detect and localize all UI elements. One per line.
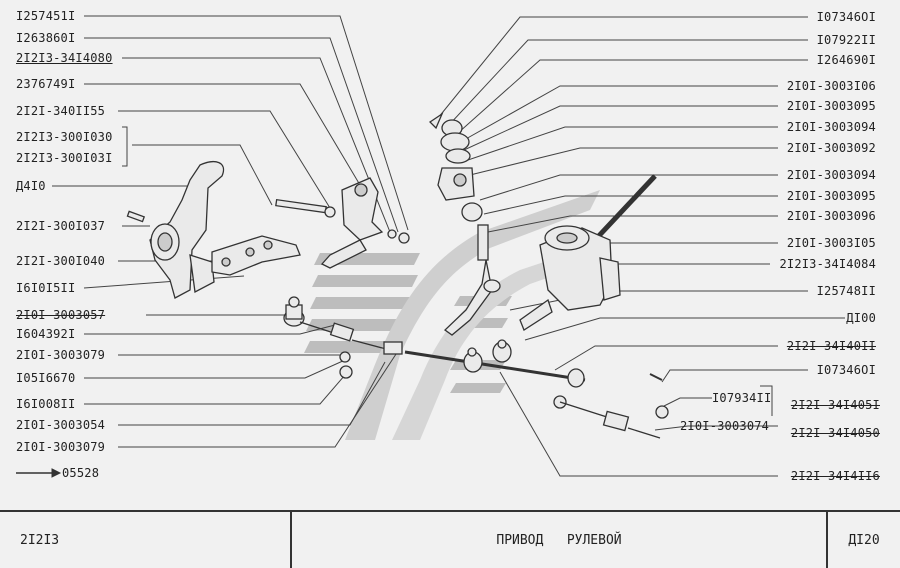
label-left-5: 2I2I3-300I030 [16,130,113,144]
steering-linkage-diagram: I257451I I263860I 2I2I3-34I4080 2376749I… [16,9,880,483]
label-right-17: 2I2I-34I405I [790,398,880,412]
label-right-8: 2I0I-3003095 [786,189,876,203]
label-left-15: I6I008II [16,397,76,411]
label-right-6: 2I0I-3003092 [786,141,876,155]
label-right-15: I07346OI [816,363,876,377]
label-right-5: 2I0I-3003094 [786,120,876,134]
label-right-10: 2I0I-3003I05 [786,236,876,250]
pendulum-bracket [320,177,410,269]
label-right-19: 2I2I-34I4050 [790,426,880,440]
title-divider-left [290,512,292,568]
label-left-10: I6I0I5II [16,281,76,295]
label-right-13: ДI00 [846,311,876,325]
label-left-4: 2I2I-340II55 [16,104,106,118]
label-right-16: I07934II [712,391,772,405]
label-right-18: 2I0I-3003074 [680,419,770,433]
label-left-3: 2376749I [16,77,76,91]
label-left-9: 2I2I-300I040 [16,254,106,268]
label-right-1: I07922II [816,33,876,47]
label-bracket [122,126,773,416]
label-right-0: I07346OI [816,10,876,24]
label-right-14: 2I2I-34I40II [786,339,876,353]
diagram-drawing [16,15,845,478]
reference-number: 05528 [62,466,100,480]
model-code: 2I2I3 [20,532,60,548]
label-right-11: 2I2I3-34I4084 [779,257,876,271]
steering-mechanism [519,174,657,331]
swing-arm [211,235,301,276]
label-right-4: 2I0I-3003095 [786,99,876,113]
idler-arm-stack [428,112,501,336]
label-left-1: I263860I [16,31,76,45]
label-left-7: Д4I0 [16,179,46,193]
page-code: ДI20 [848,532,880,548]
label-left-2: 2I2I3-34I4080 [16,51,113,65]
label-right-9: 2I0I-3003096 [786,209,876,223]
reference-arrow [16,468,62,478]
leader-lines-right [437,16,845,477]
label-left-14: I05I6670 [16,371,76,385]
bolt [126,198,336,223]
label-left-6: 2I2I3-300I03I [16,151,113,165]
label-left-0: I257451I [16,9,76,23]
label-right-7: 2I0I-3003094 [786,168,876,182]
steering-knuckle [149,161,225,299]
label-left-8: 2I2I-300I037 [16,219,106,233]
label-right-3: 2I0I-3003I06 [786,79,876,93]
center-link [404,339,586,382]
label-left-16: 2I0I-3003054 [16,418,106,432]
label-left-13: 2I0I-3003079 [16,348,106,362]
drawing-title: ПРИВОД РУЛЕВОЙ [496,532,622,548]
label-right-12: I25748II [816,284,876,298]
right-tie-rod [553,368,669,439]
label-right-2: I264690I [816,53,876,67]
label-left-11: 2I0I-3003057 [16,308,106,322]
leader-lines-left [52,15,409,448]
label-left-17: 2I0I-3003079 [16,440,106,454]
label-left-12: I604392I [16,327,76,341]
left-tie-rod [283,296,403,379]
label-right-20: 2I2I-34I4II6 [790,469,880,483]
title-block: 2I2I3 ПРИВОД РУЛЕВОЙ ДI20 [0,510,900,568]
parts [126,112,669,439]
title-divider-right [826,512,828,568]
